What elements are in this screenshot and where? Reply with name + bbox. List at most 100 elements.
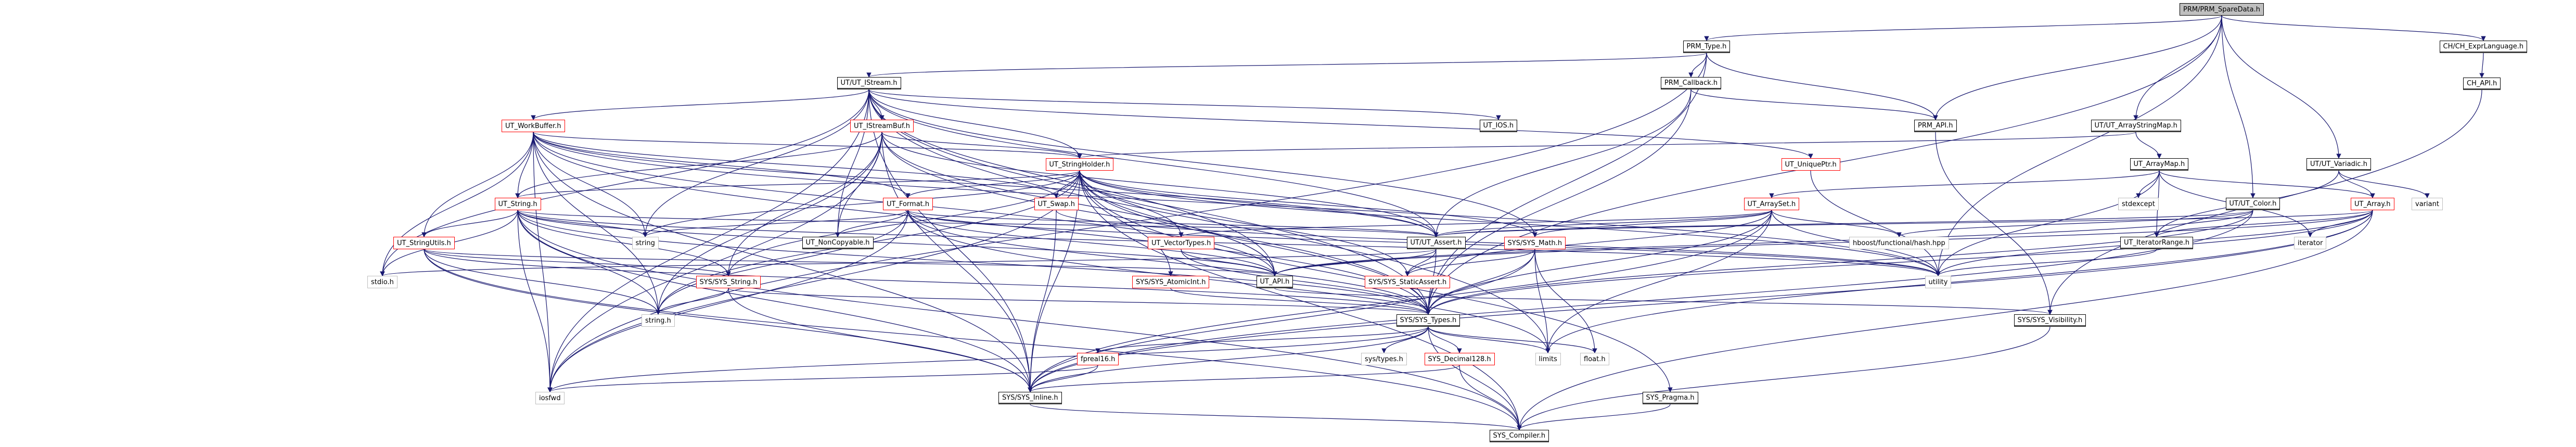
edge-format-to-utapi (907, 210, 1277, 276)
node-decimal[interactable]: SYS_Decimal128.h (1424, 353, 1495, 365)
node-sysstring[interactable]: SYS/SYS_String.h (696, 276, 761, 288)
node-stdexcept[interactable]: stdexcept (2118, 198, 2159, 210)
edge-decimal-to-inline (1028, 365, 1460, 392)
node-sysmath[interactable]: SYS/SYS_Math.h (1504, 237, 1566, 249)
node-hash[interactable]: hboost/functional/hash.hpp (1849, 237, 1949, 249)
edge-utstring-to-strutils (421, 210, 518, 237)
node-inline[interactable]: SYS/SYS_Inline.h (998, 392, 1062, 404)
edge-format-to-noncopy (835, 210, 908, 237)
node-staticassert[interactable]: SYS/SYS_StaticAssert.h (1365, 276, 1451, 288)
edge-workbuf-to-format (533, 132, 911, 198)
node-chapi[interactable]: CH_API.h (2463, 78, 2501, 90)
edge-sysmath-to-systypes (1426, 249, 1535, 315)
node-spare[interactable]: PRM/PRM_SpareData.h (2180, 3, 2264, 16)
edge-arraymap-to-arrayset (1769, 170, 2160, 198)
edge-strholder-to-utstring (515, 170, 1080, 198)
node-assert[interactable]: UT/UT_Assert.h (1406, 237, 1466, 249)
node-utapi[interactable]: UT_API.h (1256, 276, 1293, 288)
edge-color-to-assert (1433, 210, 2253, 237)
edge-systypes-to-limits (1428, 326, 1550, 353)
edge-utstring-to-inline (517, 210, 1033, 392)
edge-utstring-to-systypes (517, 210, 1431, 315)
node-variadic[interactable]: UT/UT_Variadic.h (2306, 158, 2371, 171)
node-array[interactable]: UT_Array.h (2351, 198, 2394, 210)
node-variant[interactable]: variant (2412, 198, 2443, 210)
node-systypesh[interactable]: sys/types.h (1361, 353, 1407, 365)
edge-color-to-utapi (1272, 210, 2253, 276)
edge-vectypes-to-utapi (1181, 249, 1277, 276)
node-strutils[interactable]: UT_StringUtils.h (393, 237, 455, 249)
edge-strholder-to-iosfwd (547, 170, 1080, 392)
node-strholder[interactable]: UT_StringHolder.h (1045, 158, 1114, 171)
edge-utstring-to-string (517, 210, 648, 237)
node-iosfwd[interactable]: iosfwd (535, 392, 565, 404)
edge-istream-to-workbuf (531, 89, 869, 120)
edge-prmcb-to-prmapi (1690, 89, 1938, 120)
edge-workbuf-to-iosfwd (533, 132, 553, 392)
node-visibility[interactable]: SYS/SYS_Visibility.h (2014, 314, 2086, 327)
node-prmcb[interactable]: PRM_Callback.h (1661, 77, 1722, 90)
edge-istream-to-inline (868, 89, 1033, 392)
edge-strholder-to-compiler (1079, 170, 1522, 430)
node-chexpr[interactable]: CH/CH_ExprLanguage.h (2439, 41, 2528, 53)
edge-prmtype-to-prmapi (1706, 53, 1938, 120)
node-workbuf[interactable]: UT_WorkBuffer.h (502, 120, 565, 132)
edge-array-to-compiler (1517, 210, 2373, 430)
edge-spare-to-chexpr (2221, 15, 2486, 41)
node-arrayset[interactable]: UT_ArraySet.h (1744, 198, 1800, 210)
node-atomic[interactable]: SYS/SYS_AtomicInt.h (1132, 276, 1210, 288)
edge-swap-to-inline (1028, 210, 1057, 392)
edge-format-to-limits (907, 210, 1550, 353)
node-prmtype[interactable]: PRM_Type.h (1683, 41, 1731, 53)
edge-array-to-iterrange (2154, 210, 2373, 237)
edge-istreambuf-to-utstring (515, 132, 882, 198)
edge-utstring-to-compiler (517, 210, 1522, 430)
edge-arrayset-to-systypes (1426, 210, 1772, 315)
node-iterator[interactable]: iterator (2294, 237, 2327, 249)
edge-strholder-to-staticassert (1079, 170, 1410, 276)
node-limits[interactable]: limits (1535, 353, 1561, 365)
edge-arrayset-to-sysmath (1532, 210, 1772, 237)
node-color[interactable]: UT/UT_Color.h (2225, 198, 2280, 210)
edge-workbuf-to-assert (533, 132, 1439, 237)
edge-assert-to-utapi (1272, 249, 1437, 276)
node-fpreal16[interactable]: fpreal16.h (1077, 353, 1119, 365)
node-utstring[interactable]: UT_String.h (494, 198, 541, 210)
node-istreambuf[interactable]: UT_IStreamBuf.h (850, 120, 914, 132)
edge-strholder-to-atomic (1079, 170, 1173, 276)
edge-strutils-to-stringh (424, 249, 661, 315)
edge-spare-to-prmtype (1704, 15, 2222, 41)
edge-sysstring-to-systypes (728, 288, 1431, 315)
node-stdio[interactable]: stdio.h (367, 276, 398, 288)
edge-decimal-to-compiler (1459, 365, 1522, 430)
edge-systypes-to-fpreal16 (1095, 326, 1429, 353)
node-arrstrmap[interactable]: UT/UT_ArrayStringMap.h (2091, 120, 2181, 132)
node-uniqueptr[interactable]: UT_UniquePtr.h (1781, 158, 1840, 171)
edge-strutils-to-compiler (424, 249, 1522, 430)
node-noncopy[interactable]: UT_NonCopyable.h (802, 237, 874, 249)
node-vectypes[interactable]: UT_VectorTypes.h (1148, 237, 1215, 249)
node-pragma[interactable]: SYS_Pragma.h (1642, 392, 1698, 404)
node-istream[interactable]: UT/UT_IStream.h (837, 77, 901, 90)
node-stringh[interactable]: string.h (642, 314, 675, 327)
edge-spare-to-utility (1936, 15, 2222, 276)
node-format[interactable]: UT_Format.h (883, 198, 933, 210)
edge-sysmath-to-staticassert (1405, 249, 1535, 276)
edge-systypes-to-float (1428, 326, 1597, 353)
node-compiler[interactable]: SYS_Compiler.h (1489, 430, 1549, 442)
node-string[interactable]: string (632, 237, 659, 249)
node-arraymap[interactable]: UT_ArrayMap.h (2130, 158, 2189, 171)
edge-format-to-assert (907, 210, 1439, 237)
node-systypes[interactable]: SYS/SYS_Types.h (1396, 314, 1460, 327)
node-prmapi[interactable]: PRM_API.h (1914, 120, 1957, 132)
edge-utstring-to-iosfwd (517, 210, 553, 392)
node-utios[interactable]: UT_IOS.h (1479, 120, 1518, 132)
edge-strholder-to-sysstring (726, 170, 1080, 276)
node-swap[interactable]: UT_Swap.h (1034, 198, 1079, 210)
node-float[interactable]: float.h (1580, 353, 1609, 365)
edge-vectypes-to-systypes (1181, 249, 1431, 315)
node-iterrange[interactable]: UT_IteratorRange.h (2120, 237, 2194, 249)
edge-utapi-to-visibility (1274, 288, 2053, 315)
node-utility[interactable]: utility (1925, 276, 1952, 288)
edge-array-to-systypes (1426, 210, 2373, 315)
